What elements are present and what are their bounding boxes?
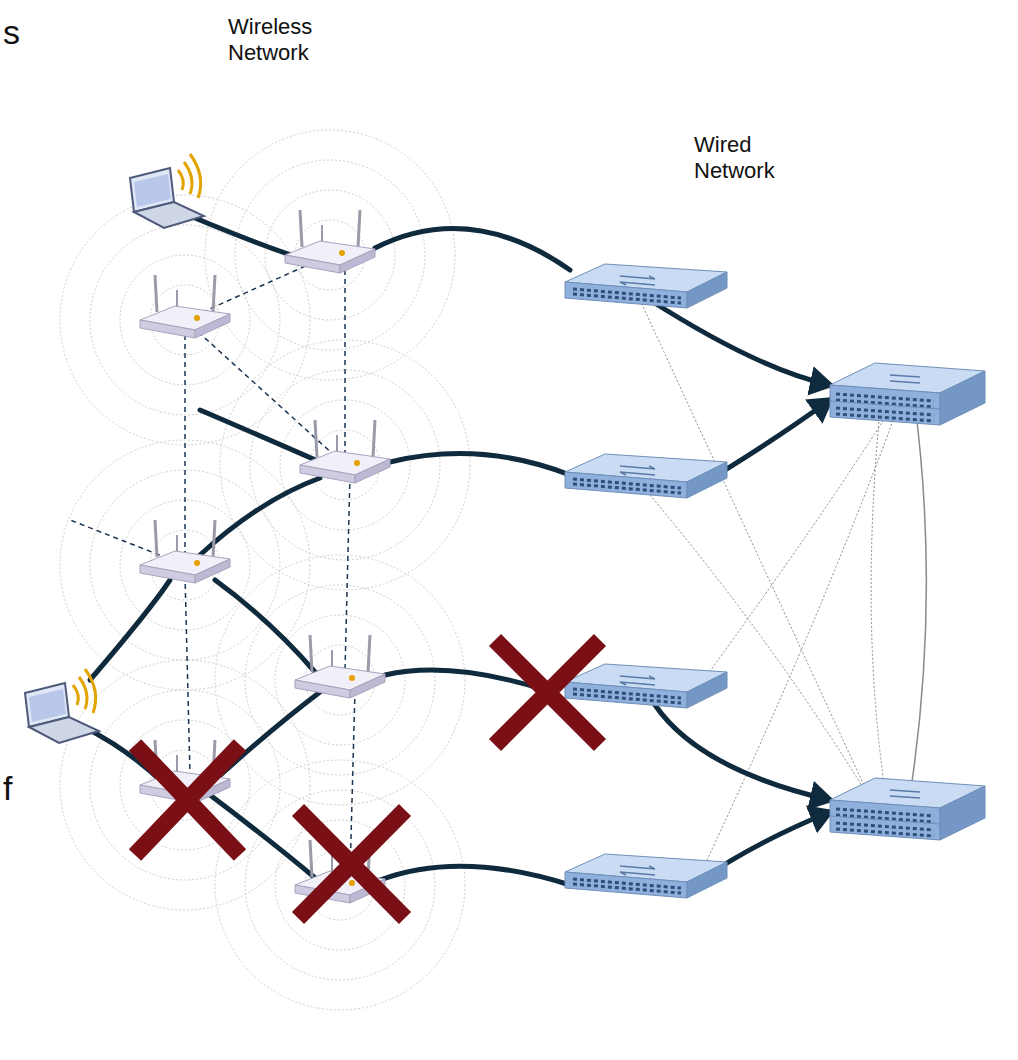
section-label: Wireless Network xyxy=(228,14,358,66)
cut-off-text: f xyxy=(3,768,43,808)
section-label: Wired Network xyxy=(694,132,814,184)
cut-off-text: s xyxy=(3,12,43,52)
